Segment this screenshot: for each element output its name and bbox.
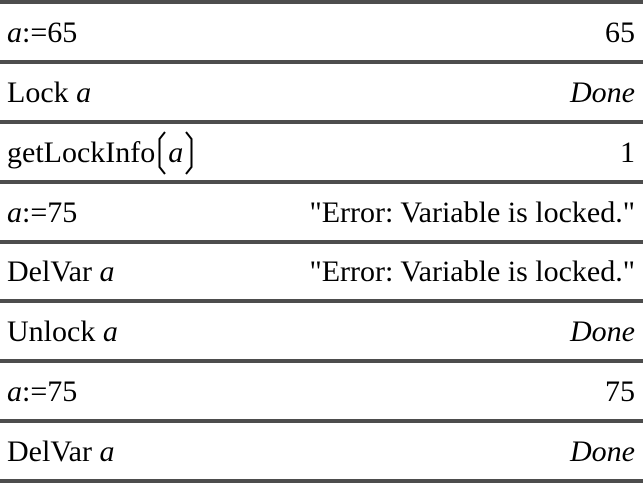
left-parenthesis-icon [158, 131, 167, 175]
expression: a:=75 [7, 195, 78, 229]
expression: a:=65 [7, 15, 78, 49]
right-parenthesis-icon [185, 131, 193, 175]
expression-text: :=75 [22, 375, 78, 409]
expression-text: :=65 [22, 15, 78, 49]
variable-name: a [102, 315, 118, 349]
expression: getLockInfo a [7, 130, 196, 176]
result-value: Done [570, 75, 635, 109]
history-entry[interactable]: a:=65 65 [0, 4, 643, 64]
expression-text: DelVar [7, 255, 100, 289]
result-value: 1 [620, 135, 635, 169]
expression-text: getLockInfo [7, 135, 156, 169]
expression-text: :=75 [22, 195, 78, 229]
expression: DelVar a [7, 437, 114, 467]
history-entry[interactable]: a:=75 "Error: Variable is locked." [0, 184, 643, 244]
variable-name: a [99, 435, 115, 469]
history-entry[interactable]: DelVar a "Error: Variable is locked." [0, 244, 643, 304]
history-entry[interactable]: Unlock a Done [0, 303, 643, 364]
expression-text: Unlock [7, 315, 103, 349]
expression: a:=75 [7, 377, 77, 407]
variable-name: a [7, 195, 22, 229]
result-value: "Error: Variable is locked." [309, 255, 635, 289]
result-value: Done [570, 435, 635, 469]
expression: DelVar a [7, 257, 114, 287]
expression-text: Lock [7, 75, 77, 109]
history-entry[interactable]: getLockInfo a 1 [0, 124, 643, 184]
history-entry[interactable]: Lock a Done [0, 64, 643, 124]
expression: Unlock a [7, 317, 118, 347]
variable-name: a [99, 255, 115, 289]
history-entry[interactable]: DelVar a Done [0, 423, 643, 483]
result-value: 75 [605, 375, 635, 409]
expression-text: DelVar [7, 435, 100, 469]
variable-name: a [76, 75, 92, 109]
variable-name: a [7, 15, 22, 49]
history-entry[interactable]: a:=75 75 [0, 363, 643, 424]
variable-name: a [7, 375, 22, 409]
result-value: 65 [605, 15, 635, 49]
result-value: Done [570, 315, 635, 349]
expression: Lock a [7, 75, 92, 109]
result-value: "Error: Variable is locked." [309, 195, 635, 229]
variable-name: a [168, 135, 184, 169]
